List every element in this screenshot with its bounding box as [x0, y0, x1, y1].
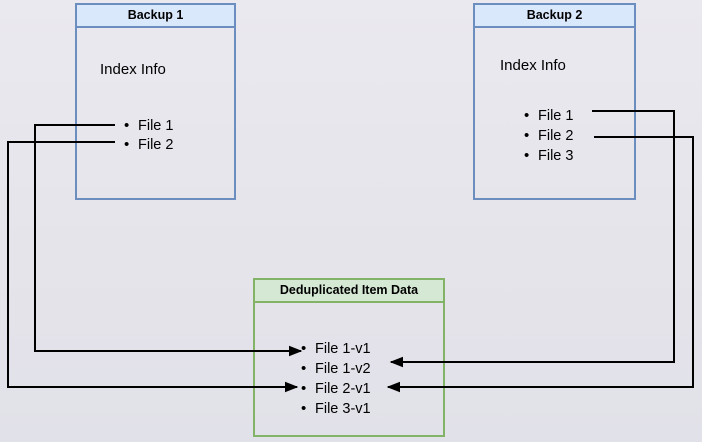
- backup1-box: Backup 1: [75, 3, 236, 200]
- list-item: File 1-v1: [301, 339, 371, 359]
- dedup-file-list: File 1-v1 File 1-v2 File 2-v1 File 3-v1: [301, 339, 371, 419]
- list-item: File 1-v2: [301, 359, 371, 379]
- list-item: File 1: [124, 117, 173, 136]
- backup2-box: Backup 2: [473, 3, 636, 200]
- dedup-title: Deduplicated Item Data: [255, 280, 443, 303]
- list-item: File 3-v1: [301, 399, 371, 419]
- backup1-file-list: File 1 File 2: [124, 117, 173, 154]
- list-item: File 1: [524, 106, 573, 126]
- list-item: File 2: [124, 136, 173, 155]
- backup2-index-info-label: Index Info: [500, 57, 566, 74]
- backup2-title: Backup 2: [475, 5, 634, 28]
- backup1-title: Backup 1: [77, 5, 234, 28]
- list-item: File 2: [524, 126, 573, 146]
- list-item: File 2-v1: [301, 379, 371, 399]
- backup1-index-info-label: Index Info: [100, 61, 166, 78]
- list-item: File 3: [524, 146, 573, 166]
- backup2-file-list: File 1 File 2 File 3: [524, 106, 573, 166]
